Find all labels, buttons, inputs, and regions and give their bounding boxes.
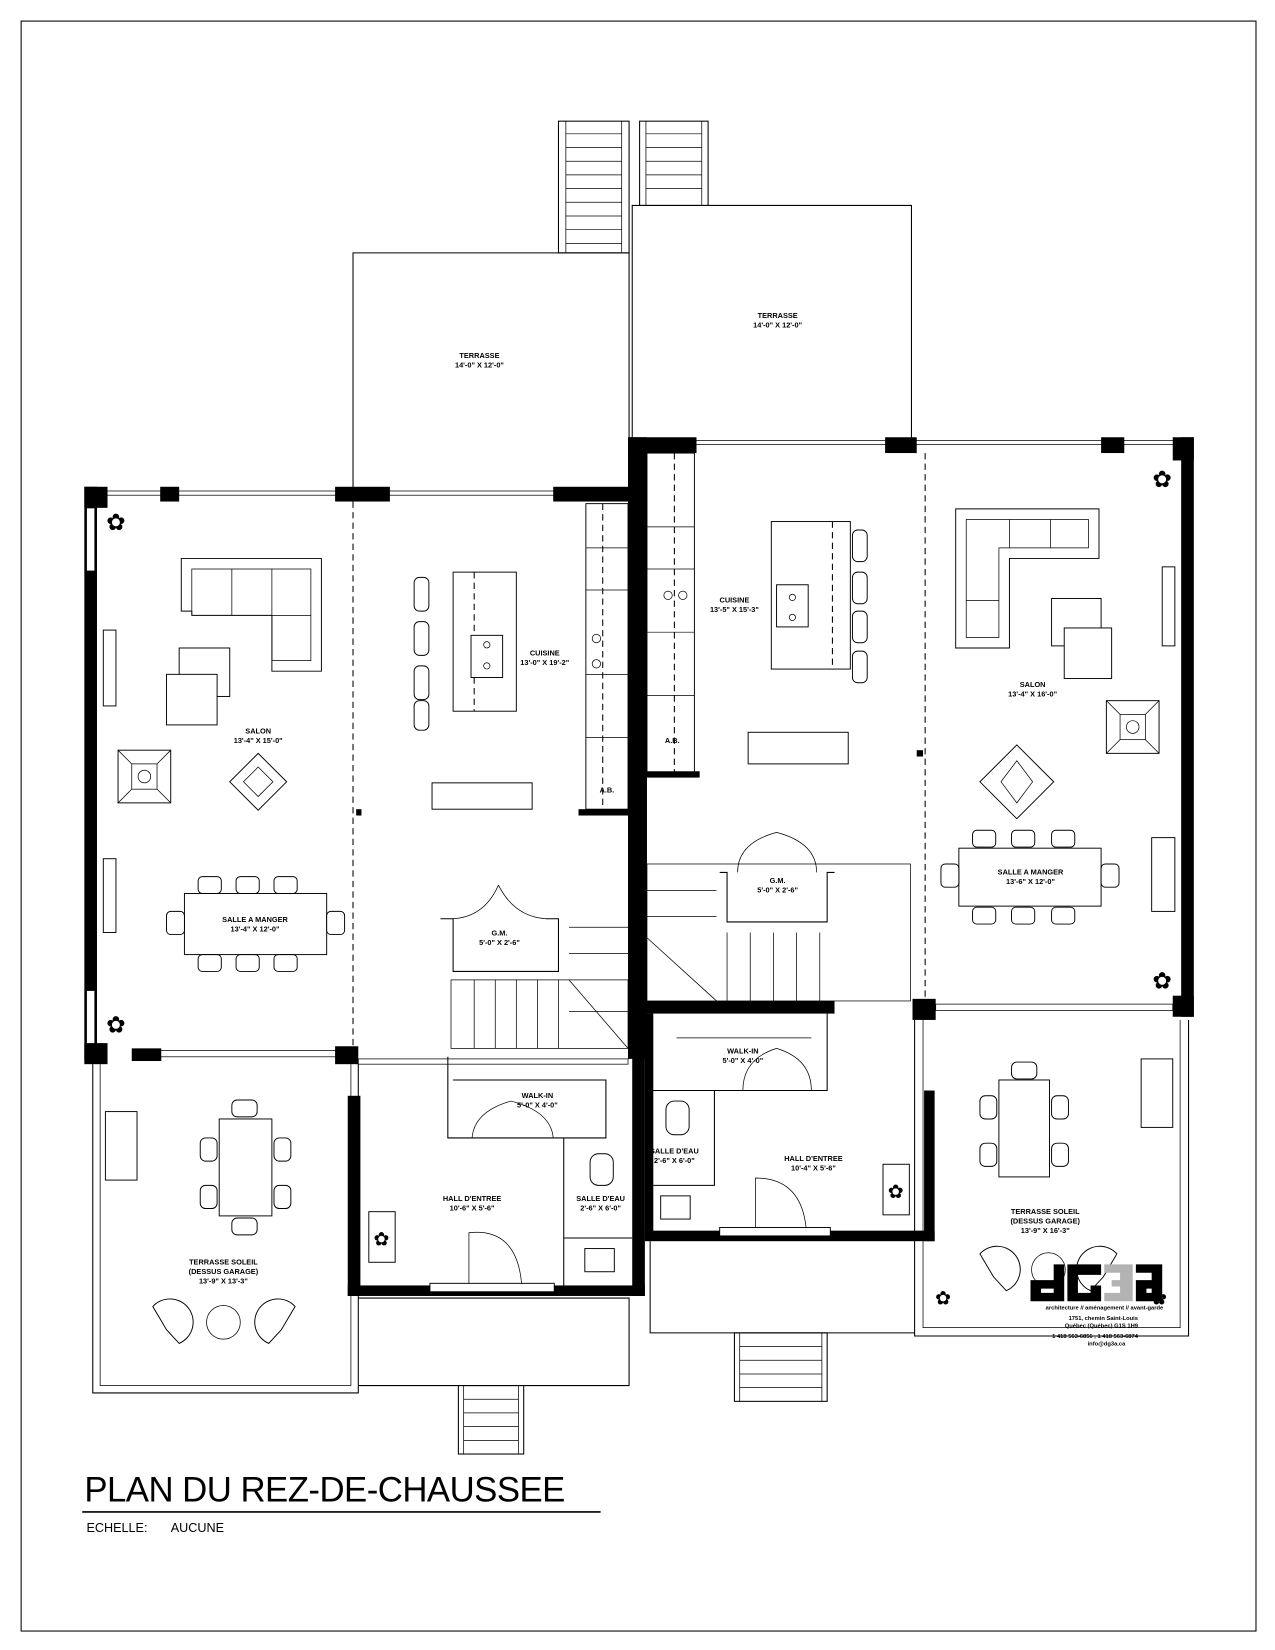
room-dims: 5'-0" X 4'-0": [517, 1100, 558, 1109]
room-name: CUISINE: [720, 596, 750, 605]
front-porch-right: [649, 1241, 915, 1402]
terrasse-soleil-right: TERRASSE SOLEIL (DESSUS GARAGE) 13'-9" X…: [914, 1019, 1190, 1337]
rear-stairs-left: [557, 120, 630, 254]
plant-icon: ✿: [1153, 967, 1172, 994]
scale-label: ECHELLE:: [86, 1521, 147, 1535]
room-name: HALL D'ENTREE: [443, 1194, 502, 1203]
right-entry: WALK-IN 5'-0" X 4'-0" SALLE D'EAU 2'-6" …: [644, 1000, 935, 1242]
right-unit: A.B. CUISINE 13'-5" X 15'-3" SALON 13'-4…: [628, 437, 1194, 1020]
room-name: G.M.: [491, 929, 507, 938]
room-dims: 10'-6" X 5'-6": [450, 1204, 495, 1213]
room-dims: 14'-0" X 12'-0": [753, 321, 802, 330]
scale-value: AUCUNE: [171, 1521, 224, 1535]
room-dims: 2'-6" X 6'-0": [580, 1204, 621, 1213]
room-name: TERRASSE: [758, 311, 798, 320]
room-name: CUISINE: [530, 648, 560, 657]
ab-label: A.B.: [600, 785, 615, 794]
room-dims: 2'-6" X 6'-0": [654, 1156, 695, 1165]
plant-icon: ✿: [106, 509, 125, 536]
dg3a-logo: architecture // aménagement // avant-gar…: [1030, 1264, 1164, 1347]
logo-address-2: Québec (Québec) G1S 1H9: [1065, 1324, 1138, 1330]
room-dims: 14'-0" X 12'-0": [455, 361, 504, 370]
plant-icon: ✿: [374, 1228, 390, 1250]
left-unit: A.B. CUISINE 13'-0" X 19'-2" SALON 13'-4…: [84, 437, 647, 1065]
room-note: (DESSUS GARAGE): [1011, 1216, 1081, 1225]
logo-email: info@dg3a.ca: [1088, 1341, 1127, 1347]
room-dims: 13'-9" X 13'-3": [199, 1276, 248, 1285]
room-dims: 10'-4" X 5'-6": [791, 1164, 836, 1173]
terrasse-right: TERRASSE 14'-0" X 12'-0": [631, 204, 912, 441]
room-name: SALLE D'EAU: [650, 1147, 699, 1156]
room-name: TERRASSE: [459, 351, 499, 360]
room-dims: 13'-9" X 16'-3": [1021, 1226, 1070, 1235]
logo-tagline: architecture // aménagement // avant-gar…: [1046, 1306, 1164, 1312]
logo-phone: 1 418 563-6856 , 1 418 563-6874: [1052, 1334, 1139, 1340]
plant-icon: ✿: [1151, 1287, 1167, 1309]
front-porch-left: [358, 1297, 630, 1455]
room-name: TERRASSE SOLEIL: [1011, 1207, 1080, 1216]
plant-icons: ✿ ✿ ✿ ✿ ✿ ✿ ✿ ✿: [106, 466, 1172, 1310]
room-name: WALK-IN: [727, 1047, 758, 1056]
room-dims: 13'-4" X 15'-0": [234, 736, 283, 745]
room-name: SALON: [245, 726, 271, 735]
room-name: SALON: [1020, 680, 1046, 689]
room-dims: 13'-4" X 16'-0": [1008, 689, 1057, 698]
left-entry: WALK-IN 5'-0" X 4'-0" SALLE D'EAU 2'-6" …: [347, 1053, 645, 1296]
room-dims: 5'-0" X 2'-6": [757, 885, 798, 894]
plant-icon: ✿: [106, 1012, 125, 1039]
terrasse-left: TERRASSE 14'-0" X 12'-0": [352, 252, 630, 490]
sheet-border: [20, 20, 1257, 1632]
plant-icon: ✿: [1153, 466, 1172, 493]
logo-address-1: 1751, chemin Saint-Louis: [1069, 1316, 1138, 1322]
rear-stairs-right: [639, 120, 709, 206]
room-dims: 13'-6" X 12'-0": [1006, 877, 1055, 886]
drawing-title: PLAN DU REZ-DE-CHAUSSEE: [84, 1471, 564, 1509]
room-name: SALLE A MANGER: [222, 915, 288, 924]
room-dims: 5'-0" X 4'-0": [722, 1056, 763, 1065]
room-dims: 13'-4" X 12'-0": [231, 924, 280, 933]
plant-icon: ✿: [935, 1287, 951, 1309]
ab-label: A.B.: [665, 736, 680, 745]
room-name: HALL D'ENTREE: [784, 1154, 843, 1163]
room-dims: 5'-0" X 2'-6": [479, 938, 520, 947]
terrasse-soleil-left: TERRASSE SOLEIL (DESSUS GARAGE) 13'-9" X…: [92, 1064, 359, 1394]
room-dims: 13'-5" X 15'-3": [710, 605, 759, 614]
room-name: SALLE A MANGER: [998, 868, 1064, 877]
plant-icon: ✿: [888, 1181, 904, 1203]
room-dims: 13'-0" X 19'-2": [520, 658, 569, 667]
room-name: G.M.: [770, 876, 786, 885]
room-name: WALK-IN: [522, 1091, 553, 1100]
room-note: (DESSUS GARAGE): [189, 1267, 259, 1276]
room-name: TERRASSE SOLEIL: [189, 1257, 258, 1266]
room-name: SALLE D'EAU: [576, 1194, 625, 1203]
